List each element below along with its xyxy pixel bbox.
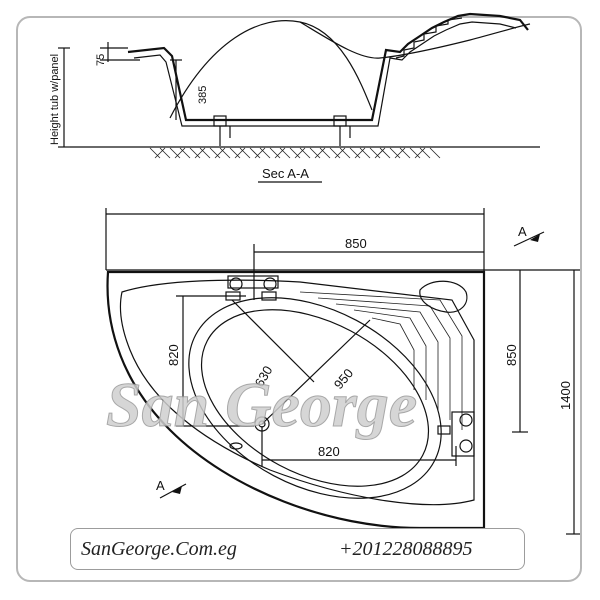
website-text: SanGeorge.Com.eg <box>81 538 237 560</box>
tub-shell-inner <box>133 21 517 127</box>
svg-text:A: A <box>518 224 527 239</box>
backrest-steps <box>395 17 463 59</box>
basin-oval-inner <box>200 309 430 487</box>
section-marker-bottom: A <box>156 478 187 499</box>
plan-view: 850 850 1400 <box>105 208 580 535</box>
contact-footer: SanGeorge.Com.eg +201228088895 <box>70 528 525 570</box>
section-marker-top: A <box>513 224 545 247</box>
outer-frame <box>16 16 582 582</box>
basin-oval <box>188 297 442 499</box>
left-dimension: 820 <box>166 344 181 366</box>
phone-text: +201228088895 <box>339 538 473 560</box>
section-arch <box>169 20 373 119</box>
floor-hatching <box>70 146 540 159</box>
height-label: Height tub w/panel <box>49 54 61 145</box>
rim-dimension: 75 <box>95 54 107 66</box>
watermark: San George <box>106 369 417 440</box>
faucet-right-icon <box>437 411 475 457</box>
top-dimension: 850 <box>345 236 367 251</box>
tub-outline-outer <box>106 270 486 530</box>
tub-shell-outer <box>127 12 529 122</box>
bottom-dimension: 820 <box>318 444 340 459</box>
backrest-ribs <box>299 291 463 430</box>
right-inner-dimension: 850 <box>504 344 519 366</box>
depth-dimension: 385 <box>197 86 209 104</box>
svg-text:A: A <box>156 478 165 493</box>
section-wave <box>299 21 531 59</box>
right-outer-dimension: 1400 <box>558 381 573 410</box>
section-title: Sec A-A <box>262 166 309 181</box>
headrest <box>419 280 468 313</box>
faucet-top-icon <box>225 275 279 301</box>
section-view: Height tub w/panel 75 385 Sec A-A <box>49 12 540 183</box>
tub-legs <box>213 115 351 146</box>
